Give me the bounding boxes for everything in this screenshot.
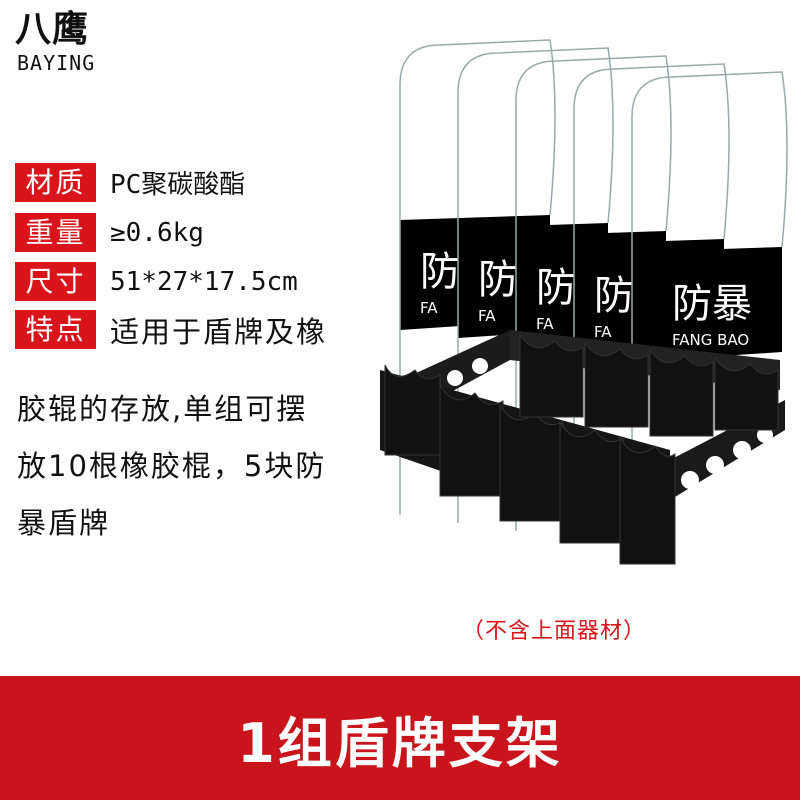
banner-title: 1组盾牌支架 <box>237 711 563 775</box>
rack-frame <box>380 330 785 565</box>
spec-value: ≥0.6kg <box>110 217 204 248</box>
shield-text-en: FA <box>594 323 612 341</box>
shield-text-en: FA <box>536 315 554 333</box>
exclusion-caption: （不含上面器材） <box>462 619 647 644</box>
brand-logo-cn: 八鹰 <box>15 9 90 50</box>
shield-text-cn: 防 <box>594 273 634 319</box>
description-line: 暴盾牌 <box>17 506 111 540</box>
spec-label: 重量 <box>15 213 96 252</box>
description-line: 胶辊的存放,单组可摆 <box>17 392 308 426</box>
spec-material: 材质 PC聚碳酸酯 <box>15 163 245 202</box>
riot-shields: 防 FA 防 FA 防 FA 防 FA 防暴 FANG BAO <box>399 39 788 547</box>
title-banner: 1组盾牌支架 <box>0 676 800 800</box>
riot-shield: 防暴 FANG BAO <box>631 71 788 547</box>
spec-value: PC聚碳酸酯 <box>110 170 246 200</box>
description-line: 放10根橡胶棍，5块防 <box>17 449 327 483</box>
spec-label: 特点 <box>15 310 96 349</box>
shield-rack-product-image: 防 FA 防 FA 防 FA 防 FA 防暴 FANG BAO <box>380 39 788 565</box>
spec-features: 特点 适用于盾牌及橡 <box>15 310 327 349</box>
spec-value: 51*27*17.5cm <box>110 266 298 297</box>
shield-text-cn: 防 <box>478 257 518 303</box>
shield-text-en: FA <box>420 299 438 317</box>
shield-text-cn: 防 <box>420 249 460 295</box>
spec-label: 材质 <box>15 163 96 202</box>
shield-text-cn: 防暴 <box>672 281 752 327</box>
brand-logo-en: BAYING <box>17 51 96 75</box>
spec-label: 尺寸 <box>15 262 96 301</box>
shield-text-en: FANG BAO <box>672 331 749 349</box>
spec-weight: 重量 ≥0.6kg <box>15 213 204 252</box>
spec-value: 适用于盾牌及橡 <box>110 314 328 349</box>
shield-text-en: FA <box>478 307 496 325</box>
spec-size: 尺寸 51*27*17.5cm <box>15 262 298 301</box>
shield-text-cn: 防 <box>536 265 576 311</box>
